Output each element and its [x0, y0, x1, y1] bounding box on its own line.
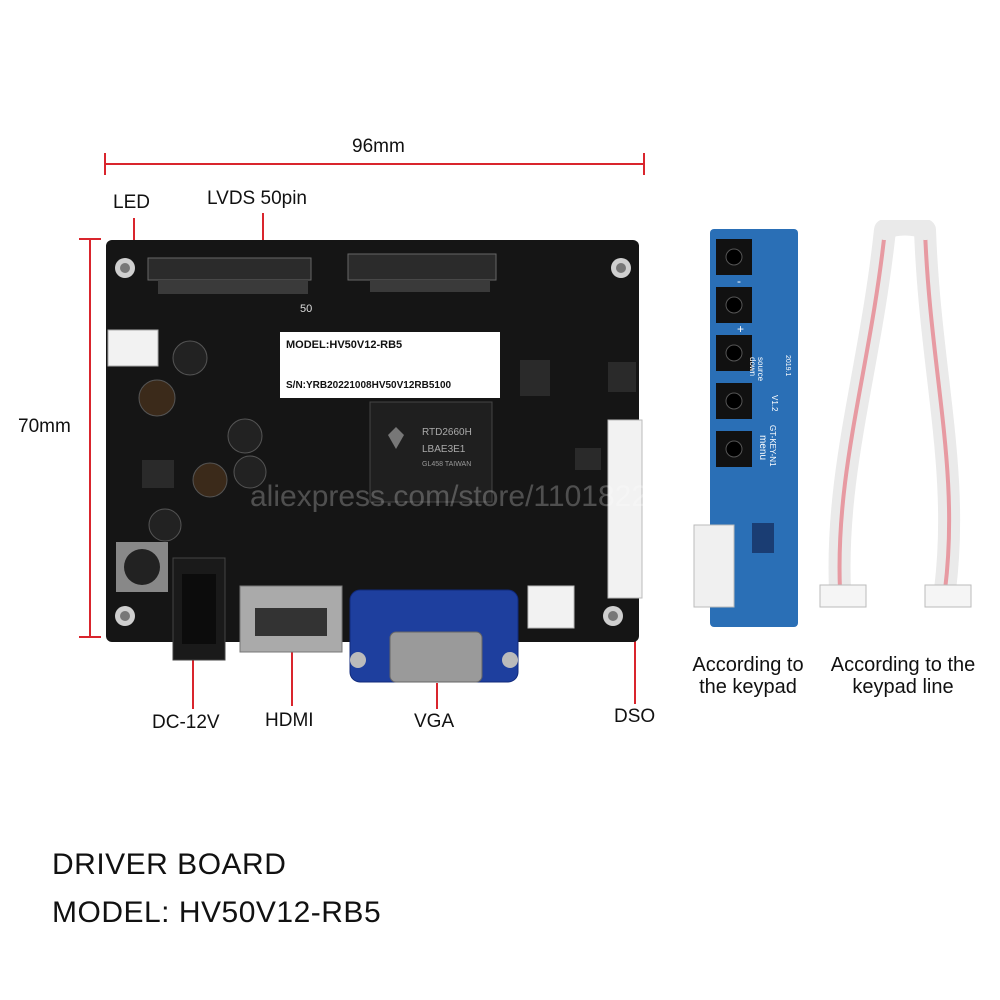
vga-label: VGA: [414, 711, 455, 732]
hdmi-label: HDMI: [265, 710, 314, 731]
led-label: LED: [113, 192, 150, 213]
svg-text:menu: menu: [757, 435, 768, 460]
svg-text:GT-KEY-N1: GT-KEY-N1: [768, 425, 777, 467]
height-dimension-label: 70mm: [18, 416, 71, 437]
cable-plug-left: [819, 584, 867, 608]
cable-caption: According to the keypad line: [830, 654, 976, 698]
hdmi-pointer: [291, 652, 293, 706]
height-dimension-tick-top: [79, 238, 101, 240]
dc-label: DC-12V: [152, 712, 220, 733]
lvds-label: LVDS 50pin: [207, 188, 307, 209]
vga-pointer: [436, 683, 438, 709]
driver-board-image: 50 MODEL:HV50V12-RB5 S/N:YRB20221008HV50…: [106, 240, 643, 683]
svg-text:source: source: [756, 357, 765, 382]
dso-label: DSO: [614, 706, 656, 727]
footer-title: DRIVER BOARD: [52, 848, 287, 881]
height-dimension-line: [89, 238, 91, 638]
keypad-caption: According to the keypad: [692, 654, 804, 698]
keypad-button: [716, 335, 752, 371]
main-chip: [369, 401, 493, 503]
keypad-image: - + source down menu V1.2 2019.1 GT-KEY-…: [693, 229, 798, 627]
width-dimension-label: 96mm: [352, 136, 405, 157]
svg-text:down: down: [748, 357, 757, 376]
svg-text:-: -: [737, 274, 741, 288]
model-sticker: [280, 332, 500, 398]
footer-model: MODEL: HV50V12-RB5: [52, 896, 382, 929]
svg-text:+: +: [737, 322, 744, 336]
cable-plug-right: [924, 584, 972, 608]
svg-text:LBAE3E1: LBAE3E1: [422, 444, 466, 455]
svg-text:RTD2660H: RTD2660H: [422, 427, 472, 438]
keypad-button: [716, 383, 752, 419]
keypad-button: [716, 239, 752, 275]
led-connector: [107, 329, 159, 367]
sticker-sn-text: S/N:YRB20221008HV50V12RB5100: [286, 380, 452, 391]
dso-connector: [607, 419, 643, 599]
keypad-cable-image: [819, 220, 972, 608]
dc-pointer: [192, 655, 194, 709]
svg-text:2019.1: 2019.1: [784, 355, 791, 377]
width-dimension-line: [104, 163, 645, 165]
lvds-pin-mark: 50: [300, 303, 312, 315]
keypad-connector: [693, 524, 735, 608]
height-dimension-tick-bottom: [79, 636, 101, 638]
keypad-button: [716, 287, 752, 323]
width-dimension-tick-right: [643, 153, 645, 175]
store-watermark: aliexpress.com/store/1101822862: [250, 480, 699, 513]
width-dimension-tick-left: [104, 153, 106, 175]
lvds-connector: [147, 257, 312, 281]
sticker-model-text: MODEL:HV50V12-RB5: [286, 339, 402, 351]
lvds-connector-2: [347, 253, 497, 281]
keypad-button: [716, 431, 752, 467]
svg-text:V1.2: V1.2: [770, 395, 779, 412]
svg-text:GL458 TAIWAN: GL458 TAIWAN: [422, 461, 471, 468]
